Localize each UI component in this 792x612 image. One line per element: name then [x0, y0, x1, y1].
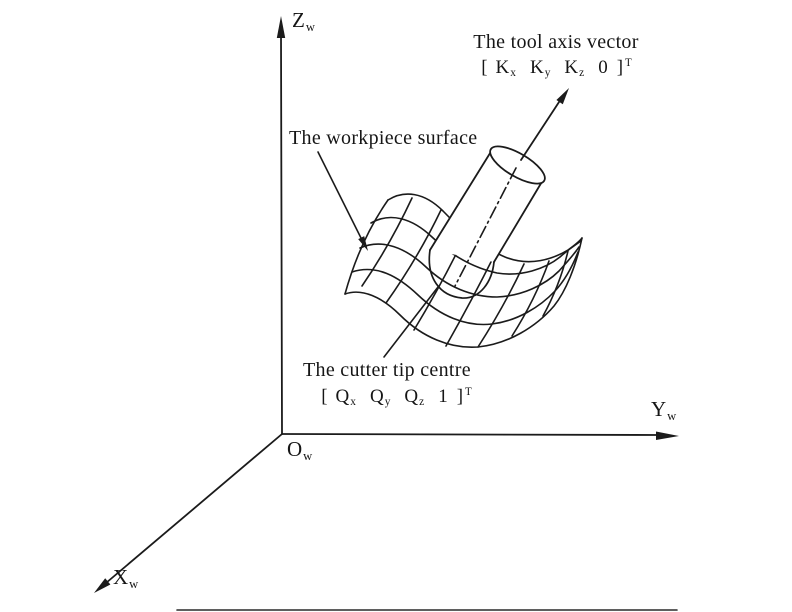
cylinder-centerline: [454, 167, 517, 287]
x-axis-label-main: X: [113, 565, 129, 589]
term-main: Q: [369, 386, 384, 407]
vector-term: 1: [438, 386, 449, 407]
surface-diagonal-line: [445, 253, 496, 347]
term-sub: x: [350, 396, 356, 409]
transpose-superscript: T: [465, 386, 472, 399]
cylinder-left-side: [429, 149, 493, 251]
z-axis-arrowhead: [276, 16, 286, 38]
cylinder-ball-end-cap: [428, 249, 495, 299]
surface-diagonal-line: [477, 263, 525, 348]
x-axis-line: [105, 433, 283, 584]
vector-term: 0: [598, 57, 609, 78]
vector-term: Qz: [404, 386, 425, 409]
workpiece-leader-arrowhead: [358, 236, 368, 251]
transpose-superscript: T: [625, 57, 632, 70]
origin-label-main: O: [287, 437, 303, 461]
term-main: Q: [335, 386, 350, 407]
open-bracket: [: [481, 57, 488, 78]
surface-diagonal-line: [385, 209, 442, 304]
y-axis-arrowhead: [656, 431, 679, 440]
surface-diagonal-line: [542, 250, 569, 317]
term-main: K: [564, 57, 579, 78]
close-bracket: ]: [616, 57, 624, 78]
vector-term: Kx: [495, 57, 516, 80]
tool-axis-arrowhead: [556, 88, 569, 105]
workpiece-surface-mesh: [344, 193, 583, 348]
surface-diagonal-line: [361, 197, 413, 287]
coordinate-axes: [94, 16, 679, 593]
vector-term: Qy: [369, 386, 391, 409]
y-axis-label: Yw: [651, 397, 676, 424]
origin-label: Ow: [287, 437, 312, 464]
z-axis-label-main: Z: [292, 8, 305, 32]
vector-term: Qx: [335, 386, 356, 409]
y-axis-line: [281, 433, 661, 436]
workpiece-surface-label: The workpiece surface: [289, 127, 478, 149]
origin-label-sub: w: [303, 448, 313, 463]
term-main: K: [529, 57, 544, 78]
y-axis-label-main: Y: [651, 397, 667, 421]
y-axis-label-sub: w: [667, 408, 677, 423]
z-axis-label: Zw: [292, 8, 315, 35]
term-main: 0: [598, 57, 608, 78]
z-axis-line: [280, 33, 283, 435]
cutter-tip-leader-line: [383, 286, 439, 358]
open-bracket: [: [321, 386, 328, 407]
tool-axis-title: The tool axis vector: [473, 31, 639, 53]
cylinder-body-mask: [430, 150, 543, 262]
tool-axis-vector-arrow: [520, 88, 569, 161]
term-sub: z: [579, 67, 585, 80]
term-main: 1: [438, 386, 448, 407]
surface-cross-curve: [370, 216, 582, 275]
vector-term: Kz: [564, 57, 585, 80]
cutter-tip-title: The cutter tip centre: [303, 359, 471, 381]
term-sub: y: [544, 67, 551, 80]
surface-diagonal-line: [511, 260, 550, 337]
x-axis-label-sub: w: [129, 576, 139, 591]
annotation-leaders: [317, 151, 439, 358]
workpiece-leader-line: [317, 151, 363, 241]
close-bracket: ]: [456, 386, 464, 407]
x-axis-label: Xw: [113, 565, 138, 592]
x-axis-arrowhead: [94, 578, 111, 593]
vector-term: Ky: [529, 57, 551, 80]
term-sub: y: [384, 396, 391, 409]
cylinder-right-side: [493, 179, 544, 263]
tool-axis-arrow-shaft: [520, 98, 562, 161]
term-sub: z: [419, 396, 425, 409]
z-axis-label-sub: w: [305, 19, 315, 34]
term-sub: x: [510, 67, 516, 80]
term-main: Q: [404, 386, 419, 407]
tool-cylinder: [428, 145, 546, 299]
term-main: K: [495, 57, 510, 78]
